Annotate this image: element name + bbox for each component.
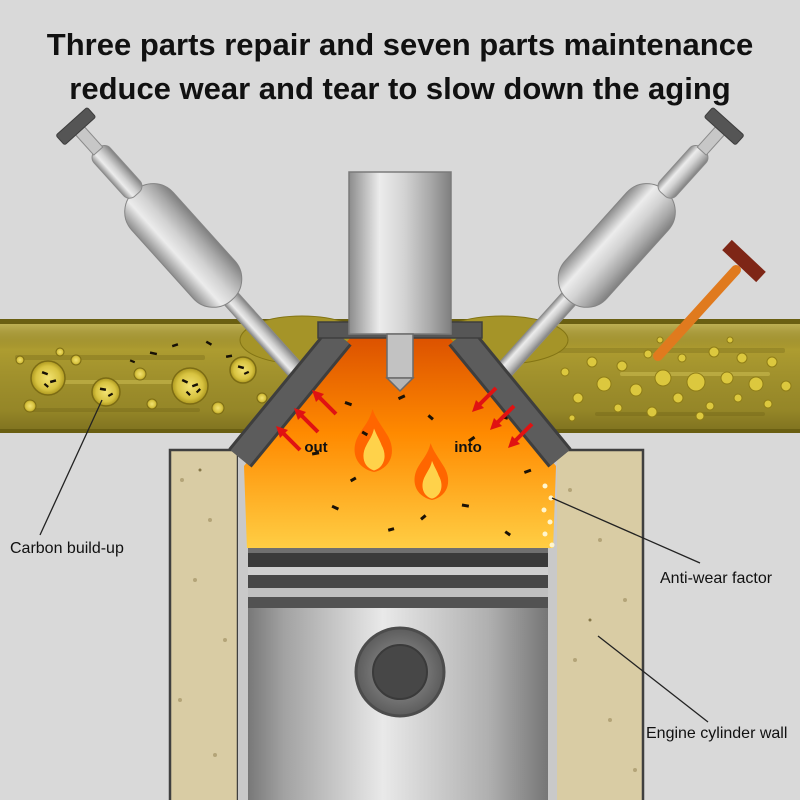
screwdriver-tool bbox=[653, 239, 766, 361]
callout-cylinder-wall: Engine cylinder wall bbox=[597, 635, 787, 742]
chamber-wall-right-face bbox=[450, 328, 570, 466]
carbon-specks bbox=[41, 340, 250, 398]
flow-arrow-icon bbox=[312, 390, 338, 416]
bore-gap-left bbox=[240, 548, 248, 800]
wrist-pin-bore bbox=[372, 644, 428, 700]
injector-barrel bbox=[348, 171, 452, 335]
leader-line-carbon bbox=[39, 399, 103, 536]
carbon-bubbles bbox=[15, 340, 268, 415]
piston-crown-edge bbox=[248, 548, 548, 553]
combustion-chamber bbox=[244, 338, 556, 550]
injector-nozzle bbox=[386, 333, 414, 379]
injector-nozzle-tip bbox=[385, 377, 415, 393]
cylinder-wall-right bbox=[551, 448, 645, 800]
valve-cap bbox=[704, 107, 744, 145]
carbon-bubble bbox=[171, 367, 209, 405]
callout-carbon: Carbon build-up bbox=[10, 399, 124, 557]
label-carbon-buildup: Carbon build-up bbox=[10, 540, 124, 557]
screwdriver-shaft bbox=[653, 265, 741, 361]
piston-ring bbox=[248, 575, 548, 588]
chamber-wall-left-face bbox=[230, 328, 350, 466]
flame-icon bbox=[354, 409, 392, 472]
piston-ring bbox=[248, 597, 548, 608]
label-into: into bbox=[454, 439, 482, 456]
exhaust-arrows: out bbox=[276, 390, 338, 456]
cylinder-wall-left bbox=[168, 448, 240, 800]
valve-cap bbox=[56, 107, 96, 145]
title-line-2: reduce wear and tear to slow down the ag… bbox=[69, 71, 730, 106]
piston bbox=[248, 548, 548, 800]
title-line-1: Three parts repair and seven parts maint… bbox=[47, 27, 753, 62]
callout-antiwear: Anti-wear factor bbox=[551, 497, 773, 587]
flow-arrow-icon bbox=[472, 386, 498, 412]
flow-arrow-icon bbox=[294, 408, 320, 434]
carbon-bubble bbox=[91, 377, 121, 407]
chamber-carbon-specks bbox=[311, 394, 532, 537]
label-cylinder-wall: Engine cylinder wall bbox=[646, 725, 787, 742]
flow-arrow-icon bbox=[276, 426, 302, 452]
flame-icon bbox=[414, 443, 449, 500]
leader-line-antiwear bbox=[551, 497, 701, 564]
flow-arrow-icon bbox=[490, 404, 516, 430]
label-out: out bbox=[304, 439, 327, 456]
anti-wear-entering-dots bbox=[541, 483, 555, 548]
small-oil-bubbles bbox=[15, 347, 268, 415]
intake-valve bbox=[493, 107, 744, 382]
spark-injector bbox=[348, 171, 452, 393]
leader-line-cylinder-wall bbox=[597, 635, 709, 723]
anti-wear-particles bbox=[560, 336, 792, 422]
flow-arrow-icon bbox=[508, 422, 534, 448]
carbon-bubble bbox=[30, 360, 66, 396]
screwdriver-handle bbox=[722, 239, 766, 283]
piston-ring-land bbox=[248, 567, 548, 575]
piston-ring bbox=[248, 553, 548, 567]
wall-speckles bbox=[178, 468, 637, 772]
carbon-bubble bbox=[229, 356, 257, 384]
exhaust-valve bbox=[56, 107, 307, 382]
bore-gap-right bbox=[548, 548, 553, 800]
piston-ring-land bbox=[248, 588, 548, 597]
label-antiwear: Anti-wear factor bbox=[660, 570, 773, 587]
intake-arrows: into bbox=[454, 386, 534, 456]
